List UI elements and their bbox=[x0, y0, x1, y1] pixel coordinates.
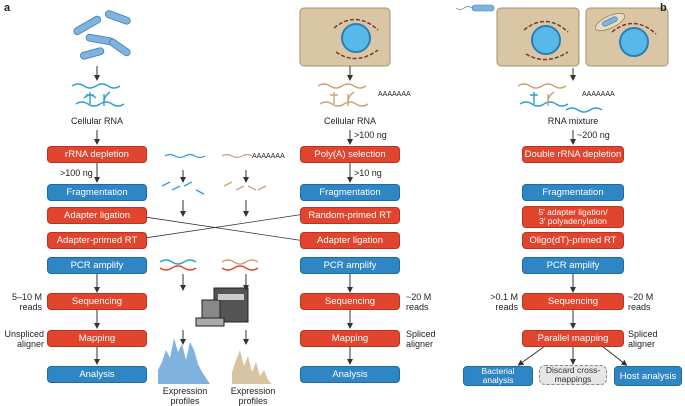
right-step-4: Adapter ligation bbox=[300, 232, 400, 249]
b-reads-left: >0.1 M reads bbox=[490, 292, 518, 312]
b-step-6: Sequencing bbox=[522, 293, 624, 310]
b-aligner: Spliced aligner bbox=[628, 329, 658, 349]
bacteria-icon bbox=[73, 10, 131, 60]
polya-tail-middle: AAAAAAA bbox=[252, 153, 285, 160]
right-step-2: Fragmentation bbox=[300, 184, 400, 201]
left-step-7: Mapping bbox=[47, 330, 147, 347]
flow-arrows bbox=[94, 66, 628, 366]
right-step-5: PCR amplify bbox=[300, 257, 400, 274]
b-reads-right: ~20 M reads bbox=[628, 292, 654, 312]
bacterial-rna-icon bbox=[71, 83, 125, 107]
b-step-3: 5′ adapter ligation/ 3′ polyadenylation bbox=[522, 206, 624, 228]
right-step-7: Mapping bbox=[300, 330, 400, 347]
b-step-1: Double rRNA depletion bbox=[522, 146, 624, 163]
b-amount: ~200 ng bbox=[577, 130, 610, 140]
polya-tail-a: AAAAAAA bbox=[378, 91, 411, 98]
profile-label-2: Expression profiles bbox=[230, 386, 276, 406]
right-amount-2: >10 ng bbox=[354, 168, 382, 178]
profile-label-1: Expression profiles bbox=[162, 386, 208, 406]
right-input-label: Cellular RNA bbox=[323, 116, 376, 126]
infected-cells-icon bbox=[455, 4, 669, 67]
right-reads: ~20 M reads bbox=[406, 292, 432, 312]
expression-profile-tan bbox=[232, 350, 272, 384]
sequencer-icon bbox=[195, 287, 249, 327]
cross-line-2 bbox=[124, 213, 306, 242]
left-step-8: Analysis bbox=[47, 366, 147, 383]
right-step-8: Analysis bbox=[300, 366, 400, 383]
b-output-bacterial: Bacterial analysis bbox=[463, 366, 533, 386]
host-rna-icon bbox=[317, 83, 369, 107]
right-step-6: Sequencing bbox=[300, 293, 400, 310]
b-output-host: Host analysis bbox=[614, 366, 682, 386]
right-step-3: Random-primed RT bbox=[300, 207, 400, 224]
b-output-discard: Discard cross- mappings bbox=[539, 365, 607, 385]
mixture-rna-icon bbox=[517, 83, 603, 113]
panel-label-a: a bbox=[4, 2, 11, 14]
polya-tail-b: AAAAAAA bbox=[582, 91, 615, 98]
panel-label-b: b bbox=[660, 2, 667, 14]
left-step-3: Adapter ligation bbox=[47, 207, 147, 224]
left-step-5: PCR amplify bbox=[47, 257, 147, 274]
right-amount: >100 ng bbox=[354, 130, 387, 140]
left-reads: 5–10 M reads bbox=[11, 292, 42, 312]
left-step-2: Fragmentation bbox=[47, 184, 147, 201]
left-aligner: Unspliced aligner bbox=[4, 329, 44, 349]
b-step-4: Oligo(dT)-primed RT bbox=[522, 232, 624, 249]
middle-rna-fragments bbox=[161, 153, 267, 195]
left-step-1: rRNA depletion bbox=[47, 146, 147, 163]
cdna-fragments bbox=[159, 259, 259, 271]
left-amount: >100 ng bbox=[60, 168, 93, 178]
b-step-2: Fragmentation bbox=[522, 184, 624, 201]
b-step-5: PCR amplify bbox=[522, 257, 624, 274]
expression-profile-blue bbox=[158, 338, 210, 384]
left-input-label: Cellular RNA bbox=[70, 116, 123, 126]
left-step-6: Sequencing bbox=[47, 293, 147, 310]
b-input-label: RNA mixture bbox=[547, 116, 599, 126]
b-step-7: Parallel mapping bbox=[522, 330, 624, 347]
host-cell-icon bbox=[299, 7, 391, 67]
right-step-1: Poly(A) selection bbox=[300, 146, 400, 163]
right-aligner: Spliced aligner bbox=[406, 329, 436, 349]
left-step-4: Adapter-primed RT bbox=[47, 232, 147, 249]
